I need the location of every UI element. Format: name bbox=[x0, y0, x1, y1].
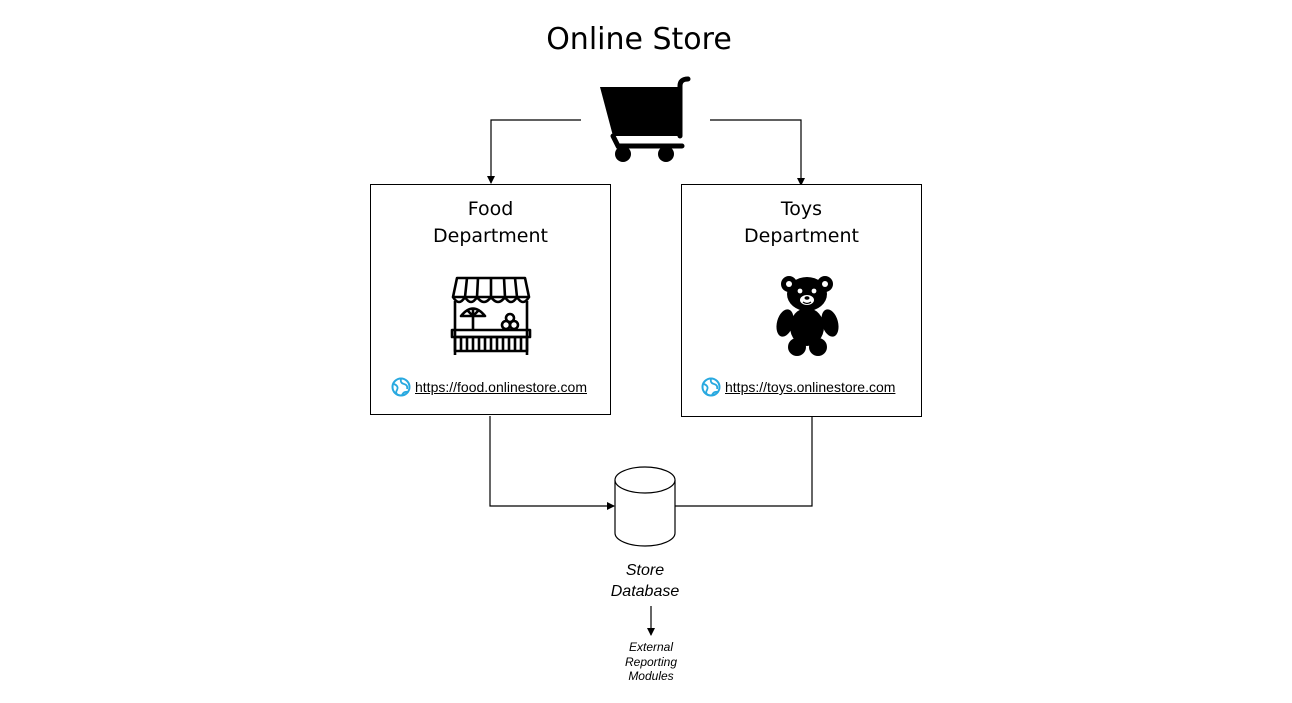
external-label-line3: Modules bbox=[628, 669, 674, 683]
toys-title-line2: Department bbox=[744, 225, 859, 247]
toys-title-line1: Toys bbox=[780, 198, 823, 220]
food-url-link[interactable]: https://food.onlinestore.com bbox=[415, 379, 587, 395]
database-cylinder-icon bbox=[614, 466, 676, 547]
database-label-line2: Database bbox=[610, 583, 680, 600]
globe-icon bbox=[701, 377, 721, 397]
food-title-line1: Food bbox=[467, 198, 514, 220]
food-department-box: Food Department http bbox=[370, 184, 611, 415]
toys-department-title: Toys Department bbox=[682, 196, 921, 250]
diagram-title: Online Store bbox=[546, 22, 732, 57]
external-label-line2: Reporting bbox=[624, 654, 678, 669]
external-label-line1: External bbox=[628, 640, 674, 654]
globe-icon bbox=[391, 377, 411, 397]
toys-department-box: Toys Department bbox=[681, 184, 922, 417]
connector-cart-to-toys bbox=[710, 119, 805, 186]
database-label: Store Database bbox=[590, 560, 700, 602]
teddy-bear-icon bbox=[776, 276, 839, 356]
food-link-row: https://food.onlinestore.com bbox=[391, 377, 587, 397]
connector-food-to-db bbox=[489, 416, 615, 510]
shopping-cart-icon bbox=[600, 76, 691, 162]
toys-link-row: https://toys.onlinestore.com bbox=[701, 377, 895, 397]
market-stall-icon bbox=[450, 276, 532, 355]
external-modules-label: External Reporting Modules bbox=[606, 640, 696, 684]
database-label-line1: Store bbox=[625, 562, 665, 579]
toys-url-link[interactable]: https://toys.onlinestore.com bbox=[725, 379, 896, 395]
food-department-title: Food Department bbox=[371, 196, 610, 250]
food-title-line2: Department bbox=[433, 225, 548, 247]
connector-cart-to-food bbox=[487, 119, 581, 184]
connector-toys-to-db bbox=[667, 417, 813, 510]
